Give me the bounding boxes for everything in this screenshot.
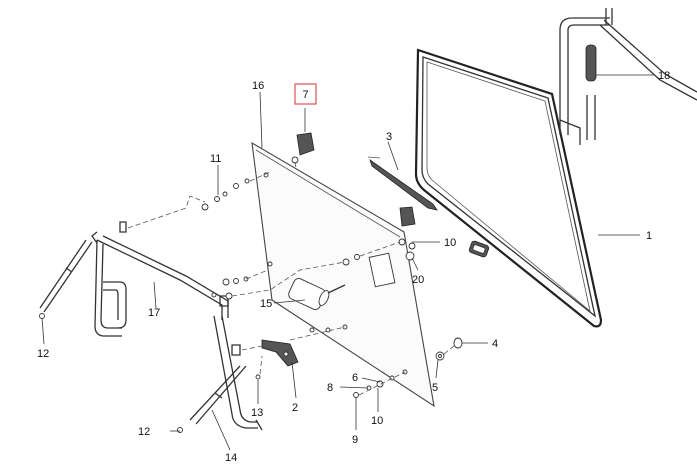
callout-7: 7 (302, 89, 308, 101)
highlight-box-7 (294, 83, 317, 105)
callout-2: 2 (292, 402, 298, 414)
callout-10-lower: 10 (371, 415, 383, 427)
handle-plate (468, 240, 490, 258)
top-rail-part-18 (559, 8, 697, 145)
callout-14: 14 (225, 452, 237, 464)
hardware-fasteners (201, 178, 463, 398)
grip-handle-icon (585, 44, 597, 82)
rail-frame-part-17 (91, 221, 263, 431)
callout-15: 15 (260, 298, 272, 310)
callout-12-lower: 12 (138, 426, 150, 438)
callout-10-upper: 10 (444, 237, 456, 249)
actuator-part-15 (288, 278, 346, 310)
callout-9: 9 (352, 434, 358, 446)
gas-strut-lower-part-14 (177, 365, 247, 433)
gas-strut-left (39, 239, 93, 319)
callout-6: 6 (352, 372, 358, 384)
callout-18: 18 (658, 70, 670, 82)
callout-11: 11 (210, 153, 221, 165)
callout-3: 3 (386, 131, 392, 143)
hinge-part-7 (291, 132, 416, 227)
callout-13: 13 (251, 407, 263, 419)
callout-1: 1 (646, 230, 652, 242)
wiper-part-3 (367, 156, 438, 211)
callout-20: 20 (412, 274, 424, 286)
callout-16: 16 (252, 80, 264, 92)
assembly-lines (127, 161, 456, 396)
callout-4: 4 (492, 338, 498, 350)
callout-labels: 7 1 18 3 16 11 10 20 17 15 4 5 12 6 8 2 … (37, 70, 670, 464)
callout-17: 17 (148, 307, 160, 319)
door-frame-part-1 (414, 48, 603, 328)
callout-12-left: 12 (37, 348, 49, 360)
callout-5: 5 (432, 382, 438, 394)
callout-8: 8 (327, 382, 333, 394)
glass-panel-part-16 (251, 141, 435, 408)
leader-lines (41, 74, 654, 451)
lower-hinge-part-2 (261, 339, 299, 367)
